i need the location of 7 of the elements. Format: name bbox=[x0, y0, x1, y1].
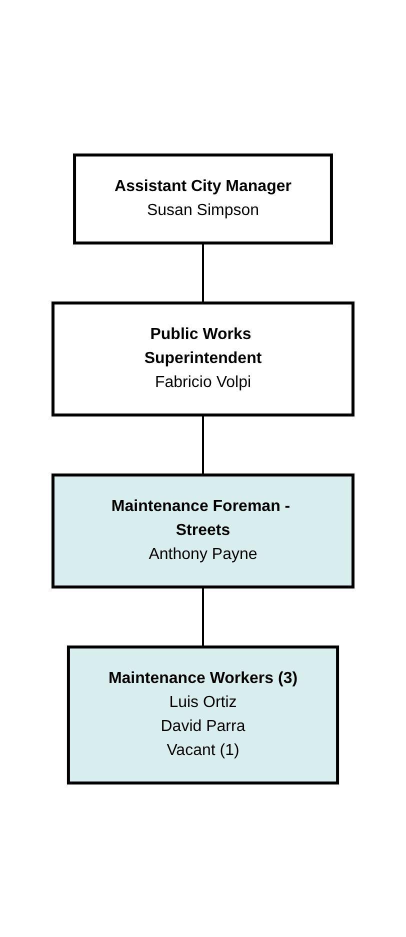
connector bbox=[202, 242, 204, 302]
node-box: Maintenance Workers (3) Luis Ortiz David Parra Vacant (1) bbox=[66, 645, 340, 784]
node-box: Maintenance Foreman - Streets Anthony Payne bbox=[52, 473, 354, 588]
node-box: Assistant City Manager Susan Simpson bbox=[73, 153, 333, 244]
connector bbox=[202, 586, 204, 646]
node-box: Public Works Superintendent Fabricio Volpi bbox=[52, 301, 354, 416]
connector bbox=[202, 414, 204, 474]
